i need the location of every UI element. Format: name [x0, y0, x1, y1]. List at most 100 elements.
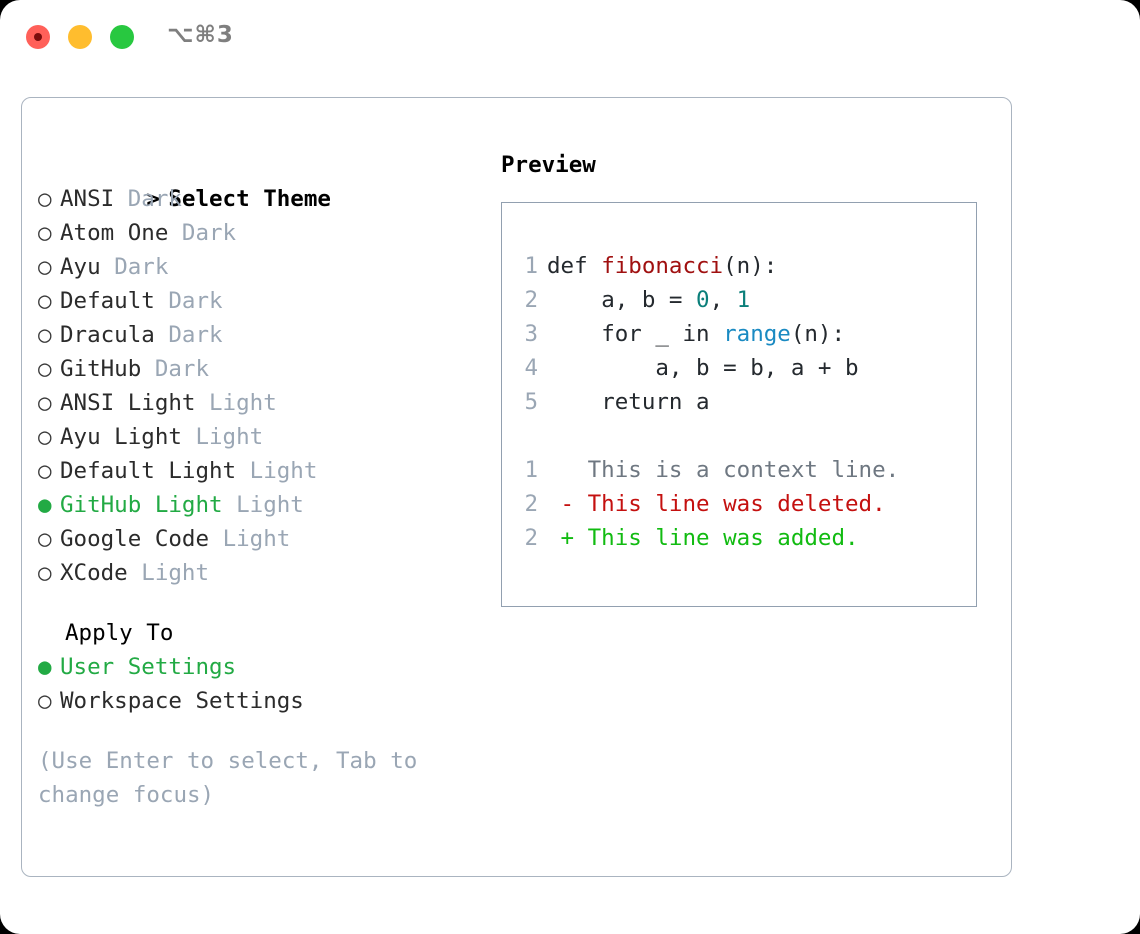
- theme-name: Ayu: [60, 254, 115, 280]
- code-token: a, b = b, a + b: [655, 355, 859, 381]
- theme-list-item[interactable]: ○GitHub Dark: [38, 352, 468, 386]
- radio-unselected-icon: ○: [38, 220, 52, 246]
- diff-line: 1 This is a context line.: [514, 453, 968, 487]
- radio-unselected-icon: ○: [38, 458, 52, 484]
- apply-to-item[interactable]: ○ Workspace Settings: [38, 684, 468, 718]
- theme-name: Dracula: [60, 322, 169, 348]
- apply-to-header: Apply To: [65, 620, 174, 646]
- theme-list-item[interactable]: ● GitHub Light Light: [38, 488, 468, 522]
- line-number: 1: [524, 457, 538, 483]
- theme-list-item[interactable]: ○ Ayu Dark: [38, 250, 468, 284]
- apply-to-label: User Settings: [60, 654, 237, 680]
- code-indent: [547, 287, 601, 313]
- radio-unselected-icon: ○: [38, 186, 52, 212]
- code-indent: [547, 355, 655, 381]
- diff-line-text: + This line was added.: [547, 525, 859, 551]
- select-theme-header: > Select Theme: [38, 148, 468, 212]
- theme-name: GitHub: [60, 356, 155, 382]
- select-theme-title: Select Theme: [168, 186, 331, 212]
- code-token: (n):: [723, 253, 778, 279]
- line-number: 2: [524, 525, 538, 551]
- line-number: 5: [524, 389, 538, 415]
- theme-name: Ayu Light: [60, 424, 196, 450]
- keyboard-shortcut-label: ⌥⌘3: [167, 22, 234, 48]
- theme-list-item[interactable]: ○ Default Light Light: [38, 454, 468, 488]
- apply-to-list: ●User Settings ○ Workspace Settings: [38, 650, 468, 718]
- code-line: 3 for _ in range(n):: [514, 317, 968, 351]
- code-token: return a: [601, 389, 710, 415]
- theme-name: ANSI Light: [60, 390, 210, 416]
- theme-variant-tag: Light: [249, 458, 318, 484]
- code-token: for _ in: [601, 321, 724, 347]
- theme-name: Google Code: [60, 526, 223, 552]
- theme-list: ○ ANSI Dark ○ Atom One Dark ○ Ayu Dark ○ Defaul…: [38, 182, 468, 590]
- maximize-button[interactable]: [110, 25, 134, 49]
- radio-selected-icon: ●: [38, 492, 52, 518]
- theme-variant-tag: Dark: [168, 288, 223, 314]
- window-controls: [26, 25, 134, 49]
- code-indent: [547, 389, 601, 415]
- theme-name: XCode: [60, 560, 142, 586]
- code-line: 5 return a: [514, 385, 968, 419]
- radio-unselected-icon: ○: [38, 356, 52, 382]
- section-spacer: [38, 590, 468, 616]
- main-panel: >Select Theme ○ANSI Dark○Atom One Dark○A…: [21, 97, 1012, 877]
- minimize-button[interactable]: [68, 25, 92, 49]
- theme-name: ANSI: [60, 186, 128, 212]
- radio-unselected-icon: ○: [38, 390, 52, 416]
- keyboard-hint: (Use Enter to select, Tab to change focu…: [38, 748, 431, 808]
- apply-to-item[interactable]: ●User Settings: [38, 650, 468, 684]
- hint-spacer: [38, 718, 468, 744]
- theme-variant-tag: Light: [195, 424, 264, 450]
- code-token: fibonacci: [601, 253, 724, 279]
- radio-unselected-icon: ○: [38, 688, 52, 714]
- theme-variant-tag: Dark: [114, 254, 169, 280]
- line-number: 3: [524, 321, 538, 347]
- theme-name: GitHub Light: [60, 492, 237, 518]
- title-bar: ⌥⌘3: [0, 0, 1140, 78]
- code-indent: [547, 321, 601, 347]
- theme-list-item[interactable]: ○Dracula Dark: [38, 318, 468, 352]
- apply-to-label: Workspace Settings: [60, 688, 304, 714]
- theme-name: Default Light: [60, 458, 250, 484]
- line-number: 2: [524, 287, 538, 313]
- radio-unselected-icon: ○: [38, 254, 52, 280]
- code-token: a, b =: [601, 287, 697, 313]
- radio-unselected-icon: ○: [38, 560, 52, 586]
- line-number: 4: [524, 355, 538, 381]
- theme-list-item[interactable]: ○ANSI Light Light: [38, 386, 468, 420]
- code-token: ,: [709, 287, 737, 313]
- theme-variant-tag: Light: [141, 560, 210, 586]
- radio-unselected-icon: ○: [38, 288, 52, 314]
- radio-unselected-icon: ○: [38, 526, 52, 552]
- theme-variant-tag: Dark: [127, 186, 182, 212]
- code-token: 1: [736, 287, 751, 313]
- theme-name: Atom One: [60, 220, 182, 246]
- theme-list-item[interactable]: ○ Default Dark: [38, 284, 468, 318]
- code-token: 0: [696, 287, 710, 313]
- cursor-caret-icon: >: [146, 186, 160, 212]
- code-token: (n):: [790, 321, 846, 347]
- theme-list-item[interactable]: ○ ANSI Dark: [38, 182, 468, 216]
- code-line: 2 a, b = 0, 1: [514, 283, 968, 317]
- theme-picker-column: >Select Theme ○ANSI Dark○Atom One Dark○A…: [38, 148, 468, 812]
- theme-list-item[interactable]: ○ XCode Light: [38, 556, 468, 590]
- radio-unselected-icon: ○: [38, 322, 52, 348]
- code-token: range: [723, 321, 791, 347]
- close-button[interactable]: [26, 25, 50, 49]
- theme-variant-tag: Light: [236, 492, 304, 518]
- diff-line: 2 - This line was deleted.: [514, 487, 968, 521]
- theme-list-item[interactable]: ○Google Code Light: [38, 522, 468, 556]
- diff-snippet: 1 This is a context line.2 - This line w…: [514, 453, 968, 555]
- theme-list-item[interactable]: ○Atom One Dark: [38, 216, 468, 250]
- diff-line-text: This is a context line.: [547, 457, 900, 483]
- theme-name: Default: [60, 288, 169, 314]
- line-number: 1: [524, 253, 538, 279]
- theme-list-item[interactable]: ○Ayu Light Light: [38, 420, 468, 454]
